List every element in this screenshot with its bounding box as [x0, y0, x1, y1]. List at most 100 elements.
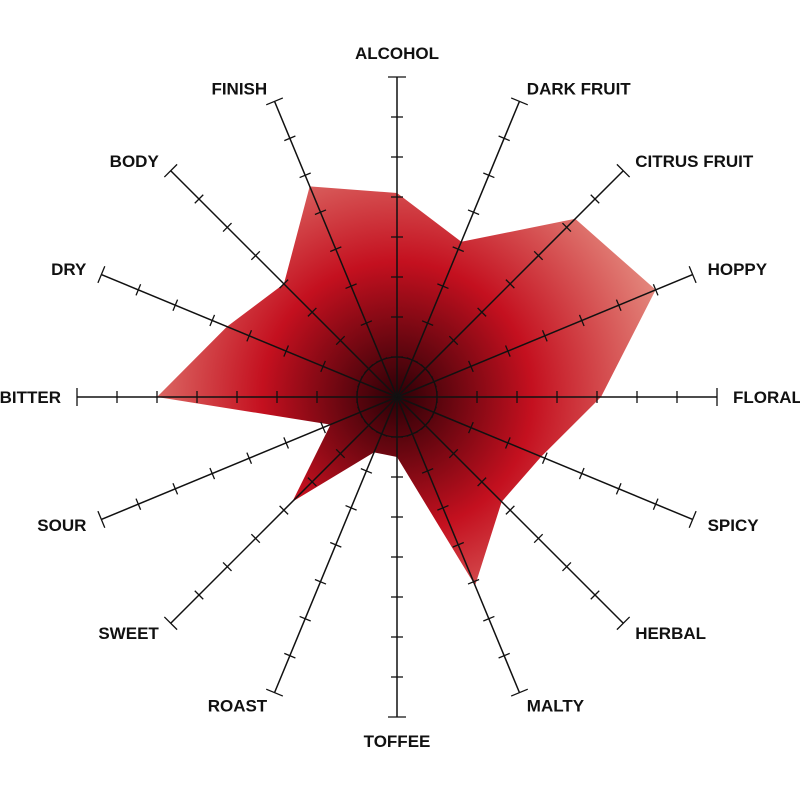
axis-tick	[616, 616, 631, 631]
axis-tick	[163, 616, 178, 631]
axis-tick	[172, 299, 179, 311]
axis-tick	[246, 452, 253, 465]
axis-tick	[320, 421, 326, 434]
axis-tick	[135, 498, 142, 510]
axis-tick	[299, 615, 311, 622]
axis-tick	[314, 209, 327, 216]
axis-tick	[533, 533, 544, 544]
axis-tick	[615, 483, 622, 495]
axis-tick	[616, 163, 631, 178]
axis-label-bitter: BITTER	[0, 388, 61, 407]
axis-tick	[510, 688, 529, 697]
axis-tick	[314, 578, 327, 585]
axis-tick	[498, 135, 510, 142]
axis-tick	[360, 320, 373, 326]
axis-tick	[421, 468, 434, 474]
axis-label-malty: MALTY	[527, 697, 585, 716]
axis-tick	[163, 163, 178, 178]
axis-tick	[265, 97, 284, 106]
axis-label-hoppy: HOPPY	[708, 260, 768, 279]
axis-tick	[448, 448, 459, 459]
axis-tick	[406, 357, 419, 363]
axis-tick	[437, 504, 449, 511]
axis-tick	[222, 222, 232, 232]
axis-tick	[578, 314, 585, 327]
axis-label-body: BODY	[110, 152, 160, 171]
axis-tick	[284, 652, 296, 659]
axis-tick	[448, 335, 459, 346]
axis-tick	[345, 283, 357, 290]
axis-tick	[431, 375, 437, 388]
axis-tick	[97, 510, 106, 529]
axis-tick	[345, 504, 357, 511]
axis-tick	[284, 135, 296, 142]
axis-tick	[250, 250, 261, 261]
axis-tick	[483, 172, 495, 179]
axis-tick	[135, 284, 142, 296]
axis-tick	[452, 246, 465, 253]
axis-tick	[307, 307, 317, 317]
axis-tick	[468, 421, 474, 434]
axis-label-citrus-fruit: CITRUS FRUIT	[635, 152, 754, 171]
axis-tick	[279, 279, 289, 289]
axis-tick	[364, 420, 374, 430]
axis-label-herbal: HERBAL	[635, 624, 706, 643]
axis-layer	[76, 76, 718, 718]
axis-tick	[578, 467, 585, 480]
axis-tick	[652, 284, 659, 296]
axis-tick	[307, 477, 317, 487]
axis-tick	[222, 562, 232, 572]
axis-tick	[483, 615, 495, 622]
axis-tick	[265, 688, 284, 697]
data-area-layer	[157, 186, 656, 586]
axis-tick	[283, 437, 290, 449]
axis-label-sweet: SWEET	[98, 624, 159, 643]
axis-tick	[505, 505, 515, 515]
axis-tick	[335, 448, 346, 459]
axis-tick	[468, 360, 474, 373]
axis-label-dry: DRY	[51, 260, 87, 279]
data-area-series-0	[157, 186, 656, 586]
axis-label-finish: FINISH	[211, 79, 267, 98]
axis-tick	[510, 97, 529, 106]
axis-tick	[320, 360, 326, 373]
axis-tick	[299, 172, 311, 179]
axis-tick	[562, 562, 572, 572]
axis-tick	[283, 345, 290, 357]
axis-tick	[172, 483, 179, 495]
axis-tick	[279, 505, 289, 515]
axis-label-sour: SOUR	[37, 516, 86, 535]
axis-tick	[504, 345, 511, 357]
axis-tick	[477, 307, 487, 317]
axis-tick	[498, 652, 510, 659]
axis-tick	[357, 406, 363, 419]
axis-tick	[688, 510, 697, 529]
axis-tick	[420, 420, 430, 430]
axis-tick	[194, 590, 204, 600]
axis-tick	[431, 406, 437, 419]
axis-label-roast: ROAST	[208, 697, 268, 716]
axis-tick	[504, 437, 511, 449]
axis-tick	[329, 246, 342, 253]
axis-tick	[360, 468, 373, 474]
axis-tick	[615, 299, 622, 311]
axis-tick	[590, 194, 600, 204]
axis-tick	[688, 265, 697, 284]
axis-tick	[421, 320, 434, 326]
axis-tick	[194, 194, 204, 204]
axis-tick	[209, 467, 216, 480]
axis-tick	[505, 279, 515, 289]
axis-tick	[467, 209, 480, 216]
axis-tick	[357, 375, 363, 388]
axis-tick	[590, 590, 600, 600]
axis-tick	[335, 335, 346, 346]
axis-tick	[375, 357, 388, 363]
axis-tick	[406, 431, 419, 437]
axis-tick	[467, 578, 480, 585]
axis-tick	[420, 364, 430, 374]
axis-tick	[375, 431, 388, 437]
axis-tick	[541, 452, 548, 465]
axis-tick	[250, 533, 261, 544]
axis-tick	[541, 329, 548, 342]
